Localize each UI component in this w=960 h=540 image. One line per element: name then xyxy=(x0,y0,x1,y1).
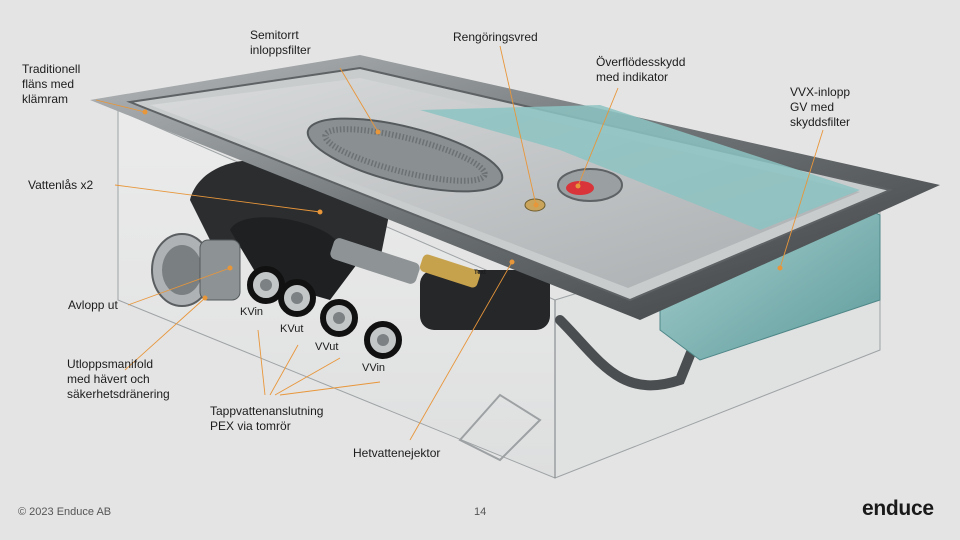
pex-connections xyxy=(247,238,481,359)
label-vvin: VVin xyxy=(362,362,386,374)
enduce-logo: enduce xyxy=(862,497,934,520)
label-kvut: KVut xyxy=(280,323,304,335)
label-tap-connection: Tappvattenanslutning PEX via tomrör xyxy=(210,404,324,433)
leader-dots xyxy=(142,109,783,301)
page-number: 14 xyxy=(474,506,487,518)
drain-fitting xyxy=(151,233,241,307)
inlet-filter xyxy=(306,117,504,193)
label-overflow: Överflödesskydd med indikator xyxy=(596,55,686,84)
label-vvut: VVut xyxy=(315,341,339,353)
label-water-trap: Vattenlås x2 xyxy=(28,178,94,192)
label-flange: Traditionell fläns med klämram xyxy=(22,62,81,106)
mount-bracket xyxy=(458,393,542,462)
label-vvx-inlet: VVX-inlopp GV med skyddsfilter xyxy=(790,85,851,129)
label-drain-out: Avlopp ut xyxy=(68,298,118,312)
label-text-marker: Text xyxy=(474,270,486,276)
label-hot-water-ejector: Hetvattenejektor xyxy=(353,446,441,460)
copyright: © 2023 Enduce AB xyxy=(18,506,112,518)
overflow-indicator xyxy=(557,168,623,202)
leader-lines xyxy=(95,45,824,441)
label-cleaning-knob: Rengöringsvred xyxy=(453,30,538,44)
label-inlet-filter: Semitorrt inloppsfilter xyxy=(250,28,311,57)
label-kvin: KVin xyxy=(240,306,264,318)
label-outlet-manifold: Utloppsmanifold med hävert och säkerhets… xyxy=(67,357,170,401)
